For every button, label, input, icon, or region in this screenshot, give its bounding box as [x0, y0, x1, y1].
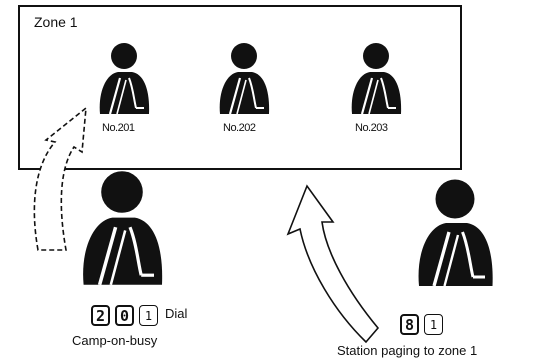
person-icon-caller-right: [416, 177, 495, 288]
station-paging-caption: Station paging to zone 1: [337, 343, 478, 358]
person-icon-202: [218, 41, 271, 116]
person-icon-caller-left: [81, 169, 164, 287]
dial-label: Dial: [165, 306, 188, 321]
zone-box: [18, 5, 462, 170]
extension-label-201: No.201: [102, 122, 135, 134]
dial-key-1: 1: [139, 305, 158, 326]
extension-label-202: No.202: [223, 122, 256, 134]
extension-label-203: No.203: [355, 122, 388, 134]
person-icon-203: [350, 41, 403, 116]
paging-key-8: 8: [400, 314, 419, 335]
camp-on-busy-caption: Camp-on-busy: [72, 333, 158, 348]
person-icon-201: [98, 41, 151, 116]
paging-key-1: 1: [424, 314, 443, 335]
dashed-curved-arrow-icon: [33, 106, 87, 251]
dial-key-2: 2: [91, 305, 110, 326]
zone-title: Zone 1: [34, 14, 78, 30]
dial-key-0: 0: [115, 305, 134, 326]
solid-curved-arrow-icon: [286, 184, 380, 344]
